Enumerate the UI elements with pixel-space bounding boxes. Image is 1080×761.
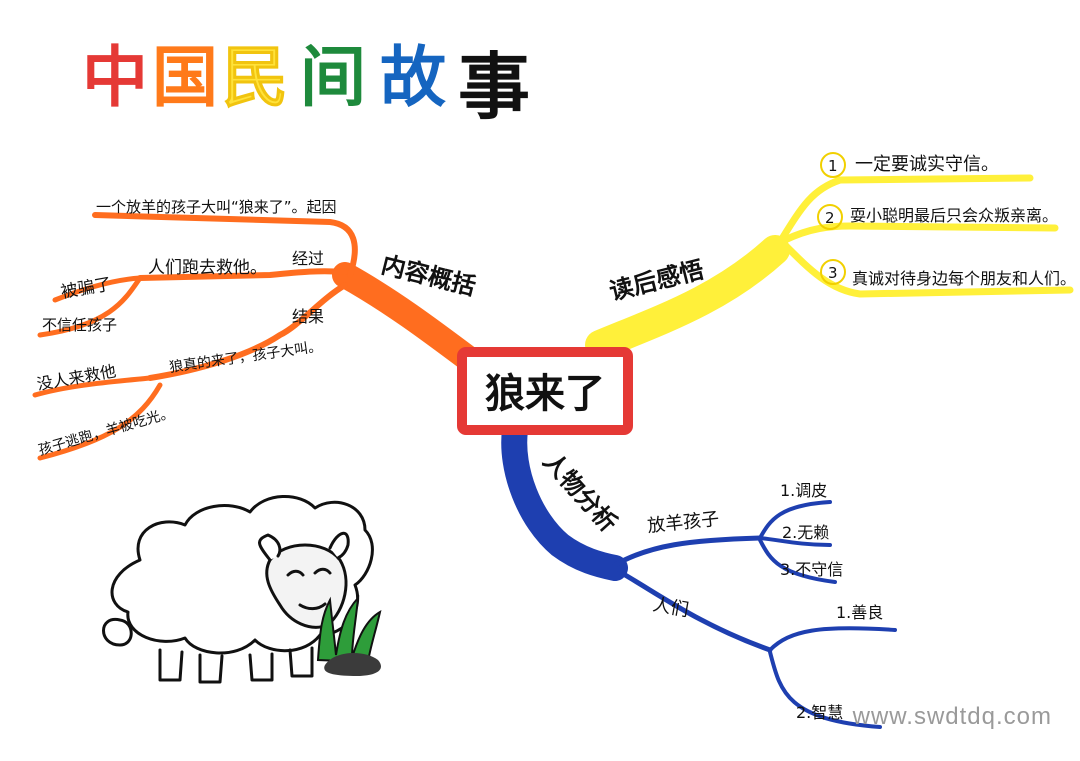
insight-number-circle-2 [817,204,843,230]
title-char-5: 故 [380,39,446,116]
title-char-1: 中 [82,39,148,116]
content-process-result: 被骗了 [59,274,113,303]
insight-trunk-top [771,174,1034,254]
sheep-eye-left [286,569,305,577]
child-trait-2 [758,536,832,547]
watermark: www.swdtdq.com [852,703,1052,730]
content-trunk [332,262,483,373]
insight-trunk [585,235,790,360]
people-trait-1 [768,626,897,652]
character-branch [501,417,897,729]
insight-number-2: 2 [825,209,835,227]
people-line [617,569,773,653]
content-result-line [147,282,348,381]
content-trunk-upper [92,212,358,278]
result-sub-2 [37,382,163,461]
sheep-leg-1 [158,648,184,682]
title: 中 国 民 间 故 事 [82,39,530,130]
content-result-label: 结果 [292,307,324,326]
process-sub-2 [37,275,143,338]
people-trait-2-text: 2.智慧 [796,703,843,722]
content-cause: 一个放羊的孩子大叫“狼来了”。起因 [96,198,337,216]
insight-item-2: 耍小聪明最后只会众叛亲离。 [850,206,1058,225]
sheep-leg-3 [248,652,274,682]
content-result-text: 狼真的来了，孩子大叫。 [168,339,323,376]
center-frame [457,347,633,435]
sheep-tail [102,618,133,647]
content-process-label: 经过 [292,249,324,268]
child-trait-3 [758,538,837,584]
content-nobody-came: 没人来救他 [35,361,117,394]
content-process-text: 人们跑去救他。 [148,258,267,278]
title-char-2: 国 [152,39,218,116]
title-char-6: 事 [458,45,530,129]
result-sub-1 [32,375,153,398]
child-line [612,535,763,568]
sheep-leg-2 [198,653,224,684]
process-sub-1 [52,275,143,303]
child-label: 放羊孩子 [646,509,720,537]
people-trait-1-text: 1.善良 [836,603,883,622]
character-texts: 人物分析 放羊孩子 1.调皮 2.无赖 3.不守信 人们 1.善良 2.智慧 [538,447,884,722]
sheep-mouth [298,602,327,611]
child-trait-2-text: 2.无赖 [782,523,829,542]
insight-item-3: 真诚对待身边每个朋友和人们。 [852,269,1076,288]
title-char-3: 民 [222,39,288,116]
people-label: 人们 [651,594,690,621]
content-ending: 孩子逃跑，羊被吃光。 [37,405,176,459]
grass-illustration [316,595,382,676]
sheep-leg-4 [288,646,314,678]
sheep-ear-right [328,531,350,560]
insight-number-circle-1 [820,152,846,178]
sheep-eye-right [313,567,332,575]
insight-trunk-mid [781,222,1059,244]
child-trait-3-text: 3.不守信 [780,560,843,579]
insight-number-1: 1 [828,157,838,175]
content-distrust: 不信任孩子 [42,316,117,334]
insight-item-1: 一定要诚实守信。 [855,154,999,175]
content-branch [32,212,483,461]
insight-number-3: 3 [828,264,838,282]
child-trait-1-text: 1.调皮 [780,481,827,500]
grass-rock [324,653,381,676]
people-trait-2 [768,650,882,729]
center-label: 狼来了 [485,371,605,417]
insight-number-circle-3 [820,259,846,285]
title-char-4: 间 [300,39,366,116]
sheep-ear-left [258,533,282,562]
content-process-line [137,268,348,281]
child-trait-1 [758,500,832,540]
character-trunk [501,417,628,581]
center-node: 狼来了 [457,347,633,435]
grass-blades [316,595,382,664]
insight-branch [585,174,1074,360]
